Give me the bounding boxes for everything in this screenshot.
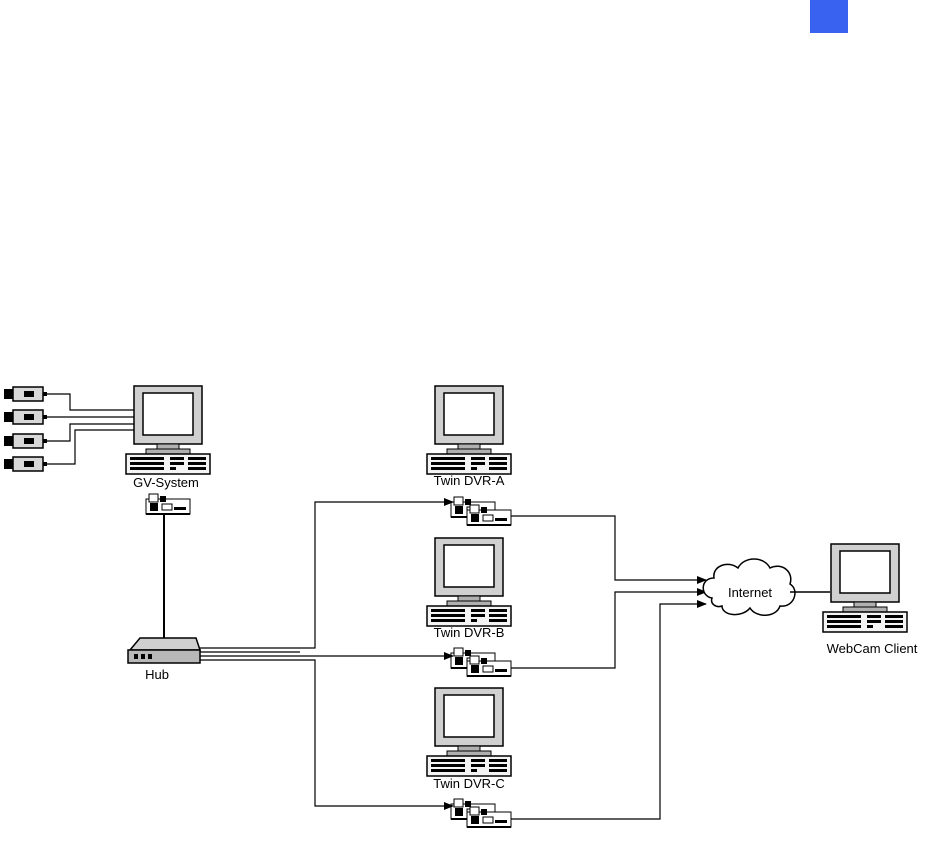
internet-label: Internet (727, 585, 773, 600)
camera-cables (47, 393, 137, 465)
internet-links (511, 515, 707, 820)
camera-icon (3, 386, 48, 472)
corner-square (810, 0, 848, 33)
computer-icon (426, 537, 512, 627)
network-card-icon (451, 799, 511, 827)
gv-system-label: GV-System (133, 475, 199, 490)
hub-label: Hub (145, 667, 169, 682)
twin-dvr-c-label: Twin DVR-C (433, 776, 505, 791)
hub-icon (127, 637, 202, 664)
hub-links (200, 498, 454, 810)
cloud-icon (702, 558, 796, 616)
webcam-client-label: WebCam Client (826, 641, 918, 656)
computer-icon (125, 385, 211, 475)
twin-dvr-b-label: Twin DVR-B (433, 625, 505, 640)
computer-icon (426, 687, 512, 777)
network-card-icon (451, 497, 511, 525)
network-card-icon (451, 648, 511, 676)
computer-icon (426, 385, 512, 475)
network-card-icon (145, 493, 191, 515)
twin-dvr-a-label: Twin DVR-A (433, 473, 505, 488)
computer-icon (822, 543, 908, 633)
